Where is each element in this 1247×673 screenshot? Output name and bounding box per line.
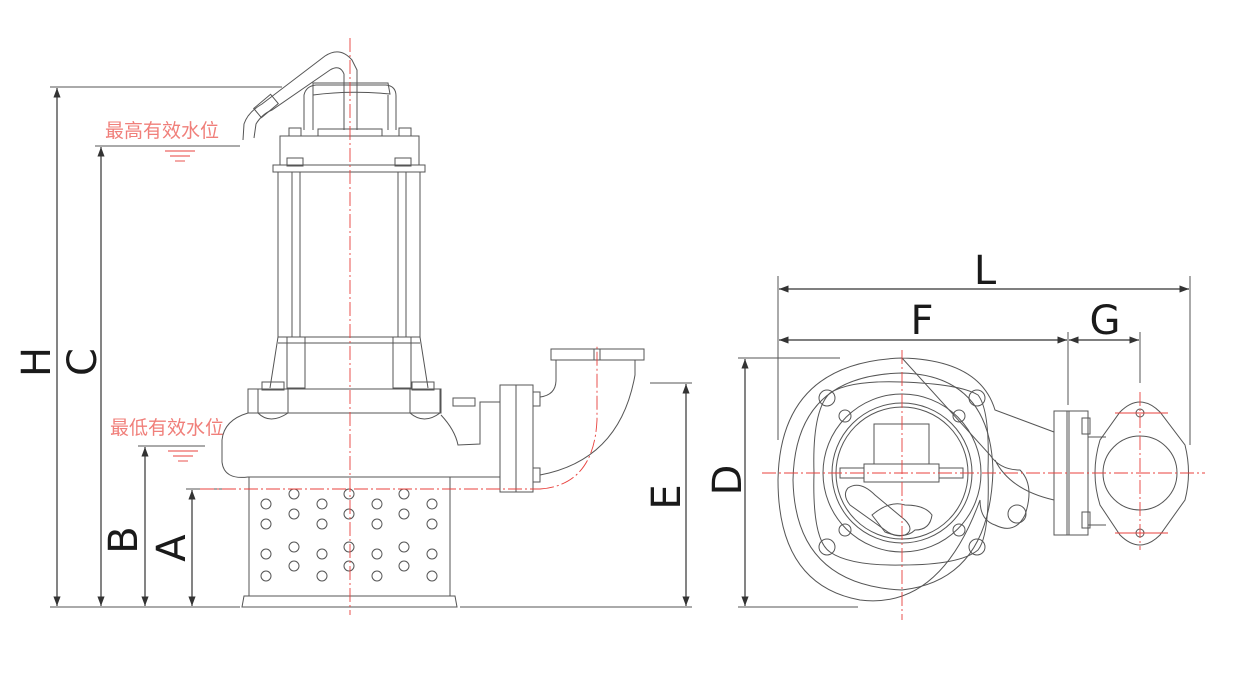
max-water-level-label: 最高有效水位 — [105, 120, 219, 142]
water-level-symbol-icon — [165, 150, 195, 162]
dim-label-e: E — [644, 484, 690, 509]
dim-label-h: H — [14, 347, 60, 377]
pump-side-view — [221, 51, 645, 608]
bolt-holes — [818, 389, 986, 556]
water-level-symbol-icon — [168, 450, 198, 462]
dim-label-d: D — [705, 465, 751, 496]
dim-label-l: L — [974, 248, 997, 294]
dim-label-f: F — [910, 298, 933, 344]
plan-dimensions — [738, 276, 1191, 608]
min-water-level-label: 最低有效水位 — [110, 417, 224, 439]
dim-label-a: A — [149, 534, 195, 562]
dim-label-b: B — [101, 526, 147, 553]
side-view-centerlines — [200, 38, 598, 615]
plan-view-centerlines — [762, 350, 1205, 620]
dim-label-c: C — [60, 348, 106, 376]
pump-plan-view — [777, 357, 1189, 602]
strainer-holes — [260, 488, 438, 582]
left-dimensions — [50, 86, 692, 608]
dim-label-g: G — [1090, 298, 1121, 344]
